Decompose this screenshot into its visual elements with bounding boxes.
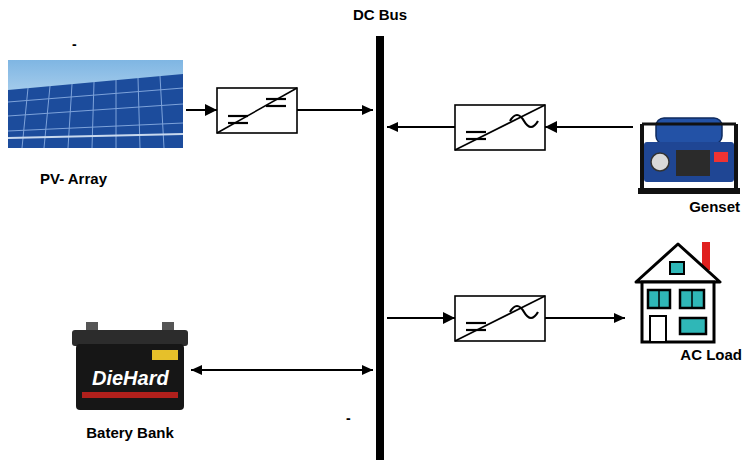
label-holder: -	[72, 36, 77, 53]
pv-array: PV- Array	[8, 60, 183, 188]
node-caption: AC Load	[628, 346, 746, 364]
pv-array-picture	[8, 60, 183, 148]
genset: Genset	[636, 112, 742, 216]
power-flow-arrow	[191, 369, 373, 371]
ac-dc-converter	[455, 105, 545, 150]
label-holder: DieHard	[92, 366, 169, 390]
node-caption: Batery Bank	[72, 424, 188, 442]
dc-bus: DC Bus	[376, 36, 384, 460]
stray-mark: -	[346, 410, 351, 427]
dc-dc-converter	[217, 88, 297, 133]
genset-picture	[636, 112, 742, 198]
arrow-head	[443, 312, 455, 324]
node-caption: Genset	[636, 198, 742, 216]
arrow-head	[545, 121, 557, 133]
arrow-head	[205, 104, 217, 116]
house-picture	[628, 238, 746, 346]
brand-text: DieHard	[92, 366, 169, 390]
bus-label: DC Bus	[335, 6, 425, 24]
dc-ac-inverter	[455, 296, 545, 341]
stray-mark: -	[72, 36, 77, 53]
ac-load: AC Load	[628, 238, 746, 364]
node-caption: PV- Array	[8, 170, 183, 188]
label-holder: -	[346, 410, 351, 427]
